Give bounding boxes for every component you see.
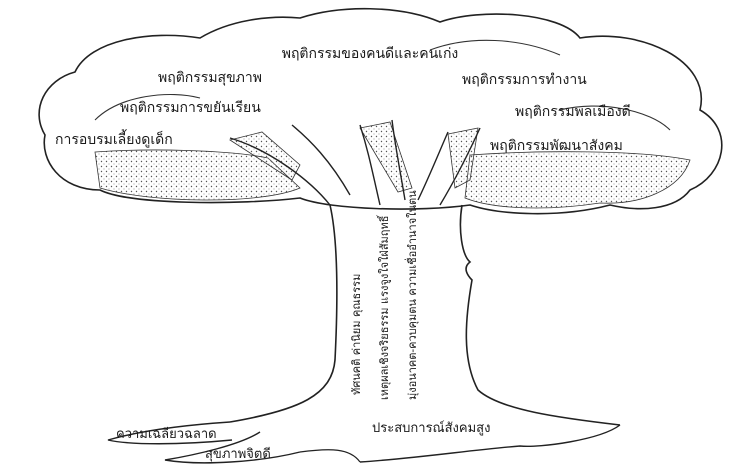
label-study-behavior: พฤติกรรมการขยันเรียน <box>120 100 261 116</box>
label-root-mental-health: สุขภาพจิตดี <box>205 446 271 462</box>
trunk-right-edge <box>460 205 620 425</box>
label-trunk-attitudes: ทัศนคติ ค่านิยม คุณธรรม <box>350 274 363 395</box>
label-root-social-experience: ประสบการณ์สังคมสูง <box>372 420 490 436</box>
branch-right <box>418 132 448 200</box>
label-root-intelligence: ความเฉลียวฉลาด <box>116 426 217 442</box>
branch-shade-center <box>360 122 412 192</box>
label-trunk-moral-reasoning: เหตุผลเชิงจริยธรรม แรงจูงใจใฝ่สัมฤทธิ์ <box>376 214 391 400</box>
label-trunk-future-orientation: มุ่งอนาคต-ควบคุมตน ความเชื่ออำนาจในตน <box>404 190 419 400</box>
label-health-behavior: พฤติกรรมสุขภาพ <box>158 70 262 86</box>
root-center <box>300 450 360 462</box>
label-parenting: การอบรมเลี้ยงดูเด็ก <box>55 129 173 148</box>
canopy-shade-right <box>465 152 690 208</box>
label-work-behavior: พฤติกรรมการทำงาน <box>462 72 587 88</box>
label-citizen-behavior: พฤติกรรมพลเมืองดี <box>515 104 631 120</box>
trunk-left-edge <box>230 205 337 422</box>
branch-left-2 <box>292 125 350 195</box>
label-social-development-behavior: พฤติกรรมพัฒนาสังคม <box>490 138 623 154</box>
label-good-people-behavior: พฤติกรรมของคนดีและคนเก่ง <box>282 46 459 62</box>
